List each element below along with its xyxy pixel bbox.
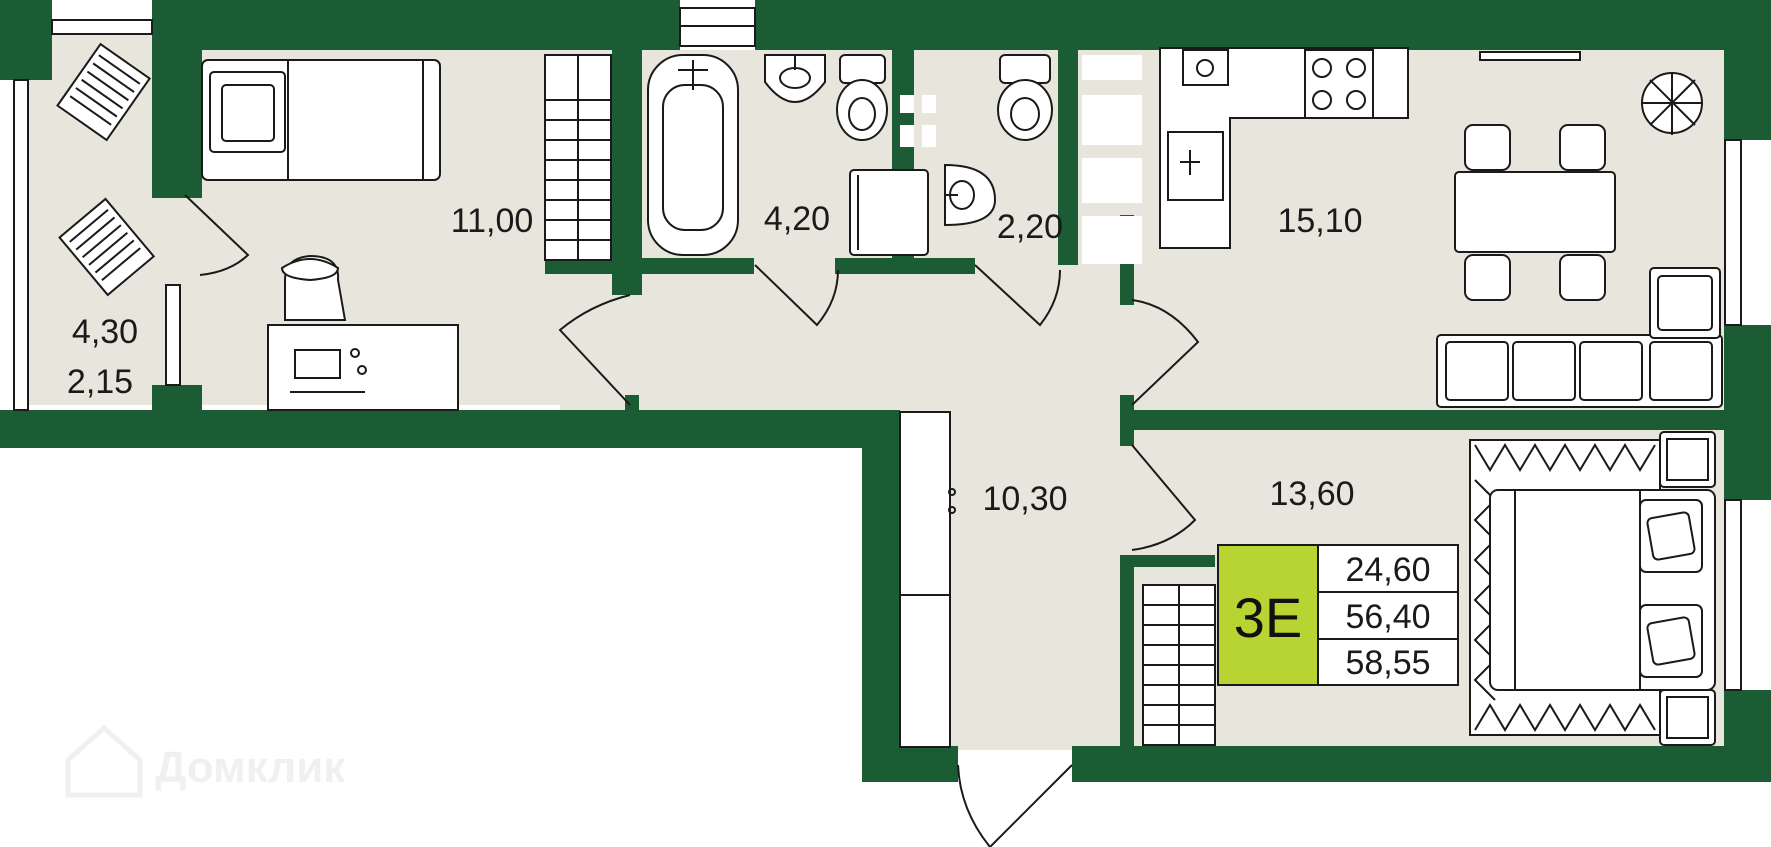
sofa [1436,267,1723,408]
window-balcony-door [165,284,181,386]
window-balcony-side [13,79,29,411]
cooktop [1304,49,1374,119]
door-bedroom-small [558,294,631,406]
bathroom-area: 4,20 [764,200,830,238]
door-toilet [974,264,1061,327]
balcony-area-reduced: 2,15 [67,363,133,401]
desk [267,324,459,411]
total-area-with-balcony: 58,55 [1345,644,1430,682]
toilet-area: 2,20 [997,208,1063,246]
balcony-furniture [56,42,156,297]
double-bed [1489,489,1716,691]
apartment-code-badge [1217,544,1319,686]
watermark: Домклик [65,724,346,798]
window-bedroom-large [1724,499,1742,691]
bedroom-large-furniture [1142,431,1716,746]
room-labels: 4,30 2,15 11,00 4,20 2,20 15,10 10,30 13… [67,200,1363,518]
wardrobe-large [1142,584,1216,746]
balcony-area: 4,30 [72,313,138,351]
shaft-blocks [900,95,936,147]
window-living [1724,139,1742,326]
bathroom-toilet [836,54,888,141]
door-balcony [184,194,250,276]
door-bedroom-large [1131,444,1197,551]
window-balcony-top [51,19,153,35]
plant [1641,72,1703,135]
toilet-fixtures [944,54,1053,227]
office-chair [280,254,347,321]
bathtub [647,54,739,256]
single-bed [201,59,441,181]
door-living [1131,299,1200,406]
windows [13,7,1742,691]
window-kitchen [1479,51,1581,61]
toilet-bowl [997,54,1053,141]
watermark-text: Домклик [155,743,346,792]
total-area: 56,40 [1345,598,1430,636]
doors [184,194,1200,847]
bathroom-sink [764,54,826,103]
hallway-wardrobe [899,411,956,748]
washing-machine [849,169,929,256]
bedroom-small-area: 11,00 [451,202,534,240]
kitchen-living-area: 15,10 [1277,202,1362,240]
lounge-chair-bottom [58,197,156,297]
nightstands [1659,431,1716,746]
house-logo-icon [65,724,143,798]
toilet-sink [944,163,997,227]
bedroom-small-furniture [201,54,612,411]
kitchen-living-furniture [1159,47,1723,408]
apartment-summary: 3E 24,60 56,40 58,55 [1217,544,1459,686]
door-entrance [957,764,1073,847]
bathroom-fixtures [647,54,936,256]
ventilation-shaft [1082,55,1142,264]
living-area: 24,60 [1345,551,1430,589]
walls [0,0,1771,782]
lounge-chair-top [56,42,152,142]
hallway-area: 10,30 [982,480,1067,518]
bedroom-large-area: 13,60 [1269,475,1354,513]
floor-corridor [560,265,1065,410]
kitchen-counter [1159,47,1409,249]
apartment-code: 3E [1234,586,1303,649]
dining-set [1454,124,1616,301]
door-bathroom [754,264,839,327]
wardrobe-small [544,54,612,261]
